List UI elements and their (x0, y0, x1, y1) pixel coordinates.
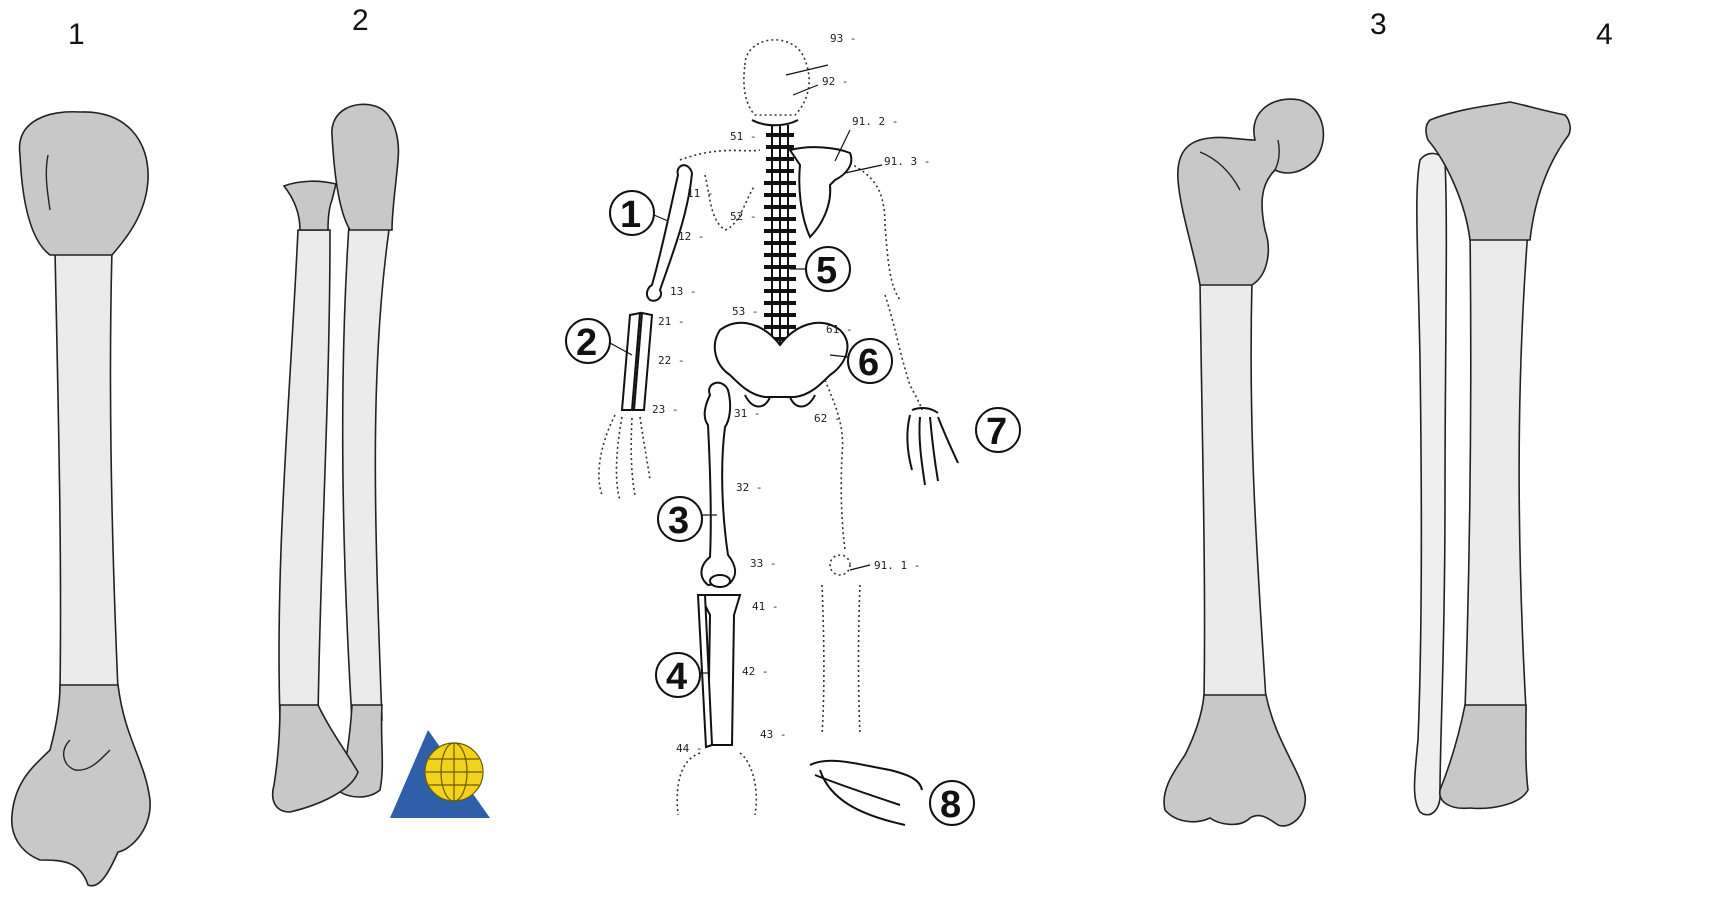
svg-text:91. 1 -: 91. 1 - (874, 559, 920, 572)
fibula (1415, 153, 1447, 814)
panel-label-tibia-fibula: 4 (1596, 18, 1613, 52)
ao-globe-logo-icon (390, 730, 490, 820)
svg-text:6: 6 (858, 342, 879, 384)
svg-text:93 -: 93 - (830, 32, 857, 45)
svg-text:21 -: 21 - (658, 315, 685, 328)
panel-label-femur: 3 (1370, 8, 1387, 42)
svg-text:1: 1 (620, 194, 641, 236)
femur-head (1178, 99, 1324, 285)
svg-text:41 -: 41 - (752, 600, 779, 613)
humerus-head (20, 112, 149, 255)
svg-text:32 -: 32 - (736, 481, 763, 494)
humerus-illustration (0, 100, 170, 910)
svg-text:52 -: 52 - (730, 210, 757, 223)
hand-right (907, 408, 958, 485)
svg-text:53 -: 53 - (732, 305, 759, 318)
svg-text:44 -: 44 - (676, 742, 703, 755)
svg-text:4: 4 (666, 656, 687, 698)
radius-distal (273, 705, 358, 812)
svg-text:12 -: 12 - (678, 230, 705, 243)
tibia-plateau (1426, 102, 1570, 240)
foot-right (810, 761, 922, 825)
panel-label-humerus: 1 (68, 18, 85, 52)
svg-text:92 -: 92 - (822, 75, 849, 88)
tibia-shaft (1465, 230, 1528, 710)
svg-text:8: 8 (940, 784, 961, 826)
svg-text:91. 2 -: 91. 2 - (852, 115, 898, 128)
mandible (752, 120, 798, 125)
panel-label-radius-ulna: 2 (352, 4, 369, 38)
svg-text:62 -: 62 - (814, 412, 841, 425)
svg-text:13 -: 13 - (670, 285, 697, 298)
radius-head (284, 181, 336, 230)
femur-small (701, 383, 735, 585)
svg-text:2: 2 (576, 322, 597, 364)
tibia-fibula-illustration (1400, 100, 1720, 910)
svg-text:91. 3 -: 91. 3 - (884, 155, 930, 168)
ulna-olecranon (332, 104, 399, 230)
svg-text:51 -: 51 - (730, 130, 757, 143)
svg-text:5: 5 (816, 250, 837, 292)
svg-text:43 -: 43 - (760, 728, 787, 741)
svg-text:31 -: 31 - (734, 407, 761, 420)
svg-text:61 -: 61 - (826, 323, 853, 336)
femur-illustration (1140, 90, 1360, 910)
scapula (790, 147, 851, 237)
skeleton-diagram: 1 2 3 4 5 6 7 8 93 - 92 - 51 - 91. 2 - 9… (560, 25, 1050, 910)
svg-text:3: 3 (668, 500, 689, 542)
femur-distal (1164, 695, 1305, 826)
humerus-distal (12, 685, 150, 886)
svg-text:23 -: 23 - (652, 403, 679, 416)
region-markers: 1 2 3 4 5 6 7 8 (566, 191, 1020, 826)
svg-text:42 -: 42 - (742, 665, 769, 678)
svg-text:7: 7 (986, 411, 1007, 453)
svg-text:22 -: 22 - (658, 354, 685, 367)
tibia-distal (1440, 705, 1528, 808)
svg-text:11 -: 11 - (687, 187, 714, 200)
svg-text:33 -: 33 - (750, 557, 777, 570)
skull (744, 40, 809, 115)
